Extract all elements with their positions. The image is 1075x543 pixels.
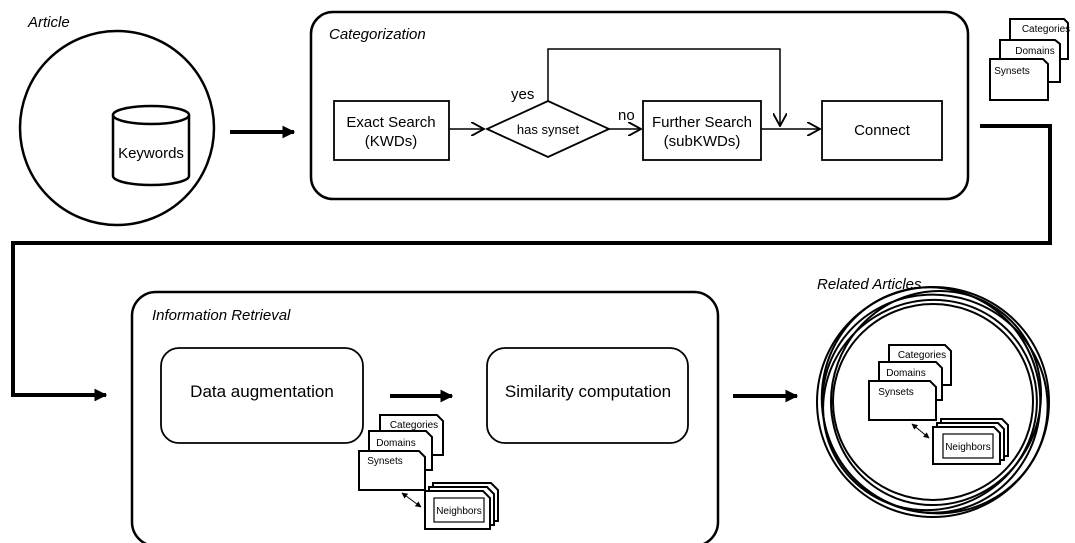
ir-categories-label: Categories bbox=[390, 420, 438, 431]
categorization-title: Categorization bbox=[329, 26, 426, 43]
related-neighbors-label: Neighbors bbox=[945, 442, 991, 453]
data-augmentation-label: Data augmentation bbox=[190, 382, 334, 401]
related-synsets-label: Synsets bbox=[878, 387, 914, 398]
data-augmentation-box bbox=[160, 347, 364, 444]
document-stack-ir: Categories Domains Synsets Neighbors bbox=[358, 414, 499, 530]
exact-search-label: Exact Search bbox=[346, 114, 435, 131]
information-retrieval-panel bbox=[130, 290, 720, 543]
connector-to-information-retrieval bbox=[11, 124, 1052, 402]
ir-link-arrow bbox=[401, 492, 422, 508]
similarity-computation-box bbox=[486, 347, 689, 444]
ir-synsets-label: Synsets bbox=[367, 456, 403, 467]
similarity-computation-label: Similarity computation bbox=[505, 382, 671, 401]
document-stack-top: Categories Domains Synsets bbox=[989, 18, 1070, 101]
ir-domains-label: Domains bbox=[376, 438, 415, 449]
ir-neighbors-label: Neighbors bbox=[436, 506, 482, 517]
related-synsets-doc: Synsets bbox=[868, 380, 937, 421]
exact-search-sublabel: (KWDs) bbox=[365, 133, 418, 150]
related-articles-title: Related Articles bbox=[817, 276, 922, 293]
further-search-label: Further Search bbox=[652, 114, 752, 131]
related-neighbors-stack: Neighbors bbox=[932, 418, 1009, 465]
information-retrieval-title: Information Retrieval bbox=[152, 307, 291, 324]
related-link-arrow bbox=[911, 423, 930, 439]
keywords-database-icon bbox=[111, 104, 191, 187]
connect-label: Connect bbox=[854, 122, 911, 139]
arrow-yes-to-connect bbox=[547, 48, 780, 126]
has-synset-label: has synset bbox=[517, 122, 580, 137]
synsets-label: Synsets bbox=[994, 66, 1030, 77]
domains-label: Domains bbox=[1015, 46, 1054, 57]
article-title: Article bbox=[27, 14, 70, 31]
further-search-sublabel: (subKWDs) bbox=[664, 133, 741, 150]
yes-label: yes bbox=[511, 86, 534, 103]
categorization-panel bbox=[309, 10, 970, 201]
connect-box bbox=[821, 100, 943, 161]
synsets-doc: Synsets bbox=[989, 58, 1049, 101]
no-label: no bbox=[618, 107, 635, 124]
ir-neighbors-stack: Neighbors bbox=[424, 482, 499, 530]
ir-synsets-doc: Synsets bbox=[358, 450, 426, 491]
related-categories-label: Categories bbox=[898, 350, 946, 361]
article-circle bbox=[18, 29, 216, 227]
categories-label: Categories bbox=[1022, 24, 1070, 35]
related-domains-label: Domains bbox=[886, 368, 925, 379]
document-stack-related: Categories Domains Synsets Neighbors bbox=[868, 344, 1009, 465]
exact-search-box bbox=[333, 100, 450, 161]
keywords-label: Keywords bbox=[118, 145, 184, 162]
further-search-box bbox=[642, 100, 762, 161]
related-articles-circles bbox=[816, 286, 1050, 518]
